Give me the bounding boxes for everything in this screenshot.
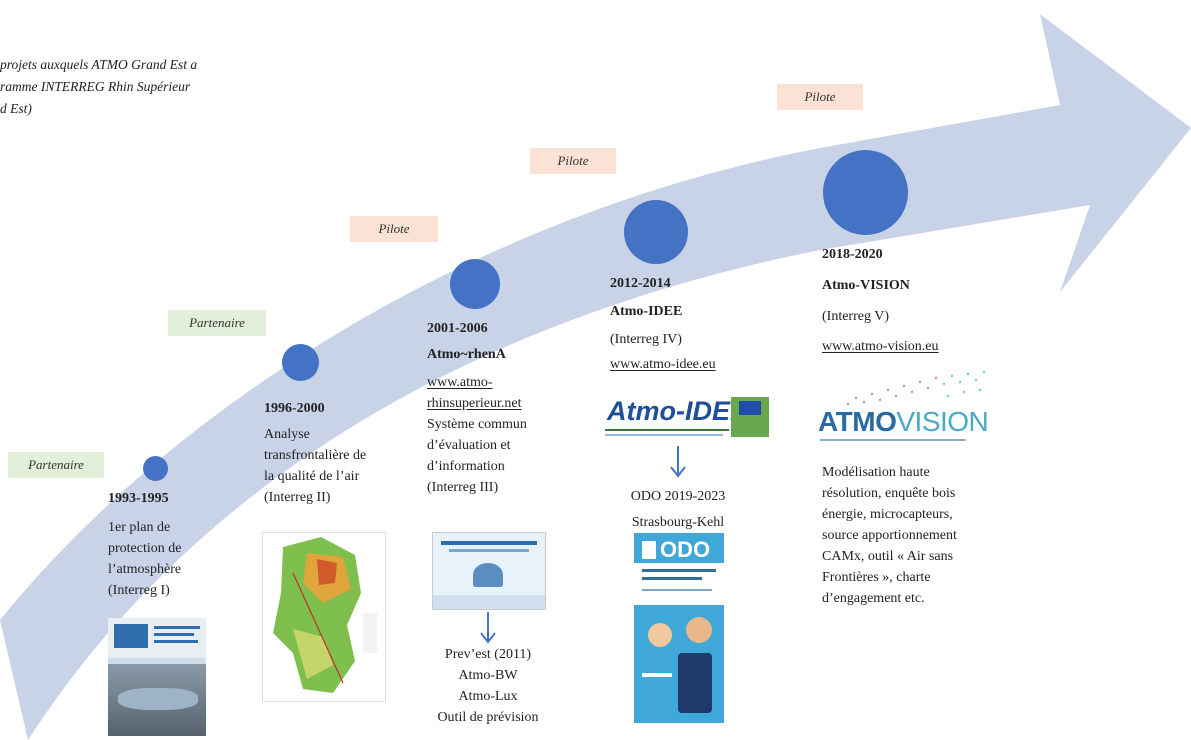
project-5-logo-text: ATMOVISION xyxy=(818,406,989,438)
project-url[interactable]: rhinsuperieur.net xyxy=(427,396,522,411)
project-5-description: Modélisation haute résolution, enquête b… xyxy=(822,462,957,609)
project-text: d’information xyxy=(427,459,505,474)
project-years: 2012-2014 xyxy=(610,276,671,291)
logo-part: VISION xyxy=(896,406,989,437)
project-4-odo-poster: ODO xyxy=(634,533,724,737)
project-text: Analyse xyxy=(264,427,310,442)
project-text: protection de xyxy=(108,541,182,556)
project-text: CAMx, outil « Air sans xyxy=(822,549,954,564)
project-name: Atmo-IDEE xyxy=(610,304,683,319)
project-url[interactable]: www.atmo- xyxy=(427,375,493,390)
project-text: Système commun xyxy=(427,417,527,432)
role-tag-pilote-1: Pilote xyxy=(350,216,438,242)
project-5: 2018-2020 Atmo-VISION (Interreg V) www.a… xyxy=(822,244,939,357)
milestone-dot-2 xyxy=(282,344,319,381)
project-name: Atmo~rhenA xyxy=(427,347,506,362)
project-text: (Interreg V) xyxy=(822,309,889,324)
project-text: d’évaluation et xyxy=(427,438,511,453)
project-text: Frontières », charte xyxy=(822,570,931,585)
project-3-poster-image xyxy=(432,532,546,610)
project-4-follow-up: ODO 2019-2023 Strasbourg-Kehl xyxy=(598,486,758,533)
role-tag-pilote-2: Pilote xyxy=(530,148,616,174)
project-4-logo-text: Atmo-IDEE xyxy=(607,396,748,426)
project-years: 1996-2000 xyxy=(264,401,325,416)
project-2-map-image xyxy=(262,532,386,702)
project-url[interactable]: www.atmo-vision.eu xyxy=(822,339,939,354)
project-text: Modélisation haute xyxy=(822,465,930,480)
milestone-dot-5 xyxy=(823,150,908,235)
project-text: 1er plan de xyxy=(108,520,171,535)
project-text: Atmo-Lux xyxy=(458,689,518,704)
project-4: 2012-2014 Atmo-IDEE (Interreg IV) www.at… xyxy=(610,273,716,375)
logo-part: ATMO xyxy=(818,406,897,437)
project-text: l’atmosphère xyxy=(108,562,182,577)
project-3: 2001-2006 Atmo~rhenA www.atmo- rhinsuper… xyxy=(427,318,527,498)
project-text: Strasbourg-Kehl xyxy=(631,515,725,530)
project-url[interactable]: www.atmo-idee.eu xyxy=(610,357,716,372)
project-text: (Interreg III) xyxy=(427,480,499,495)
role-tag-partenaire-1: Partenaire xyxy=(8,452,104,478)
project-text: (Interreg IV) xyxy=(610,332,682,347)
project-text: source apportionnement xyxy=(822,528,957,543)
project-years: 1993-1995 xyxy=(108,491,169,506)
project-text: Outil de prévision xyxy=(437,710,539,725)
project-3-follow-up: Prev’est (2011) Atmo-BW Atmo-Lux Outil d… xyxy=(430,644,546,728)
project-name: Atmo-VISION xyxy=(822,278,910,293)
project-1: 1993-1995 1er plan de protection de l’at… xyxy=(108,488,181,601)
project-text: résolution, enquête bois xyxy=(822,486,956,501)
caption-line: projets auxquels ATMO Grand Est a xyxy=(0,57,198,72)
project-text: énergie, microcapteurs, xyxy=(822,507,953,522)
figure-caption: projets auxquels ATMO Grand Est a ramme … xyxy=(0,54,300,120)
milestone-dot-3 xyxy=(450,259,500,309)
milestone-dot-4 xyxy=(624,200,688,264)
project-text: ODO 2019-2023 xyxy=(630,489,726,504)
particles-graphic xyxy=(846,370,986,406)
project-text: transfrontalière de xyxy=(264,448,367,463)
project-text: (Interreg II) xyxy=(264,490,331,505)
project-2: 1996-2000 Analyse transfrontalière de la… xyxy=(264,398,366,508)
project-text: la qualité de l’air xyxy=(264,469,360,484)
project-text: Prev’est (2011) xyxy=(444,647,532,662)
arrow-down-icon xyxy=(480,612,496,644)
caption-line: ramme INTERREG Rhin Supérieur xyxy=(0,79,191,94)
poster-title: ODO xyxy=(660,537,711,562)
role-tag-partenaire-2: Partenaire xyxy=(168,310,266,336)
role-tag-pilote-3: Pilote xyxy=(777,84,863,110)
project-5-logo: ATMOVISION xyxy=(818,368,990,446)
project-4-logo: Atmo-IDEE xyxy=(605,395,769,441)
project-years: 2018-2020 xyxy=(822,247,883,262)
project-text: d’engagement etc. xyxy=(822,591,925,606)
project-text: (Interreg I) xyxy=(108,583,170,598)
milestone-dot-1 xyxy=(143,456,168,481)
arrow-down-icon xyxy=(670,446,686,478)
project-text: Atmo-BW xyxy=(458,668,518,683)
project-years: 2001-2006 xyxy=(427,321,488,336)
project-1-cover-image xyxy=(108,618,206,736)
caption-line: d Est) xyxy=(0,101,32,116)
